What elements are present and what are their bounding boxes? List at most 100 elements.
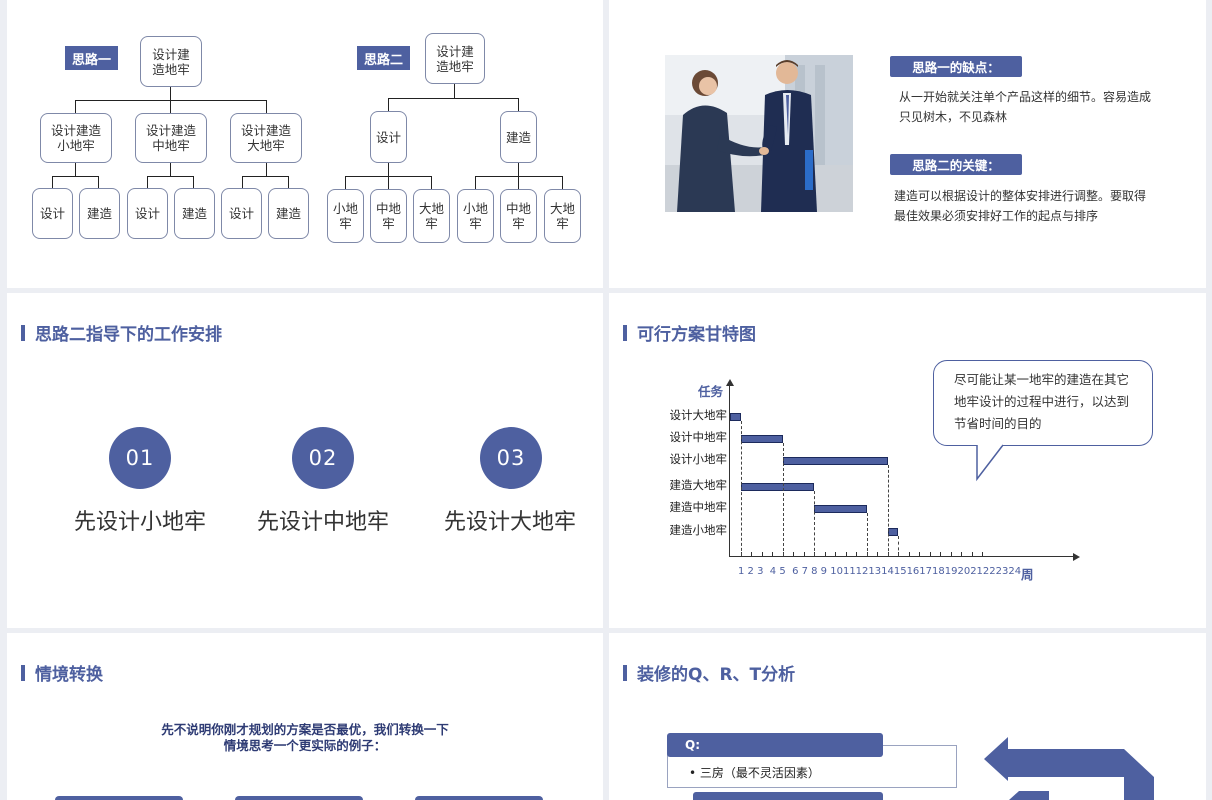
tree2-leaf: 中地牢 [500,189,537,243]
gantt-bar [730,413,741,421]
tree2-leaf: 小地牢 [457,189,494,243]
note-text-1b: 只见树木，不见森林 [899,110,1008,124]
tree1-mid-medium: 设计建造 中地牢 [135,113,207,163]
gantt-guide-line [740,421,742,556]
note-text-2b: 最佳效果必须安排好工作的起点与排序 [894,209,1099,223]
q-item: • 三房（最不灵活因素） [689,766,820,780]
tree1-leaf: 设计 [127,188,168,239]
step-number: 03 [480,427,542,489]
gantt-x-tick [845,552,847,556]
tree2-leaf: 大地牢 [544,189,581,243]
note-text-1a: 从一开始就关注单个产品这样的细节。容易造成 [899,90,1152,104]
tree1-mid-small: 设计建造 小地牢 [40,113,112,163]
notes-panel: 思路一的缺点： 从一开始就关注单个产品这样的细节。容易造成 只见树木，不见森林 … [609,0,1206,288]
step-label: 先设计中地牢 [256,510,389,535]
section-title-text: 可行方案甘特图 [637,325,756,345]
option-card-top [55,796,183,800]
gantt-guide-line [814,491,815,556]
qrt-panel: 装修的Q、R、T分析 Q: • 三房（最不灵活因素） [609,633,1206,800]
section-title-text: 思路二指导下的工作安排 [35,325,222,345]
gantt-x-tick [940,552,941,556]
gantt-x-axis-label: 周 [1021,567,1034,582]
gantt-y-axis-label: 任务 [698,384,724,399]
arrangement-panel: 思路二指导下的工作安排 01 先设计小地牢 02 先设计中地牢 03 先设计大地… [7,293,603,628]
context-intro-1: 先不说明你刚才规划的方案是否最优，我们转换一下 [161,722,449,737]
tree1-leaf: 建造 [79,188,120,239]
gantt-bar [814,505,867,513]
tree2-mid-design: 设计 [370,111,407,163]
gantt-bar [740,483,814,491]
gantt-guide-line [898,536,899,556]
section-title-text: 装修的Q、R、T分析 [637,665,796,685]
gantt-guide-line [887,465,889,556]
tree1-mid-large: 设计建造 大地牢 [230,113,302,163]
gantt-x-tick [982,552,983,556]
gantt-x-axis [729,556,1074,557]
gantt-x-tick [772,552,773,556]
gantt-task-label: 建造小地牢 [669,523,728,537]
gantt-task-label: 设计小地牢 [669,452,728,466]
gantt-x-tick [929,552,931,556]
step-label: 先设计大地牢 [443,510,576,535]
gantt-guide-line [782,443,784,556]
title-bar-icon [623,664,627,681]
gantt-task-label: 建造中地牢 [669,500,728,514]
gantt-x-tick [877,552,878,556]
note-label-2: 思路二的关键： [890,154,1022,175]
gantt-x-tick [751,552,752,556]
context-intro-2: 情境思考一个更实际的例子： [223,738,387,753]
gantt-task-label: 设计大地牢 [669,408,728,422]
gantt-x-tick [835,552,836,556]
gantt-panel: 可行方案甘特图 任务 周 1 2 3 4 5 6 7 8 9 101112131… [609,293,1206,628]
note-label-1: 思路一的缺点： [890,56,1022,77]
r-label-top [693,792,883,800]
note-text-2a: 建造可以根据设计的整体安排进行调整。要取得 [894,189,1147,203]
tree1-tag: 思路一 [65,46,118,70]
gantt-task-label: 设计中地牢 [669,430,728,444]
business-handshake-photo [665,55,853,212]
tree1-leaf: 建造 [268,188,309,239]
callout-bubble: 尽可能让某一地牢的建造在其它地牢设计的过程中进行，以达到节省时间的目的 [933,360,1153,446]
gantt-x-tick [908,552,910,556]
title-bar-icon [21,664,25,681]
step-label: 先设计小地牢 [73,510,206,535]
tree1-leaf: 建造 [174,188,215,239]
option-card-top [235,796,363,800]
title-bar-icon [623,324,627,341]
gantt-x-tick [793,552,794,556]
tree2-mid-build: 建造 [500,111,537,163]
y-axis-arrow-icon [726,379,734,386]
tree2-leaf: 中地牢 [370,189,407,243]
gantt-bar [782,457,888,465]
gantt-x-tick [824,552,826,556]
cycle-arrow-bottom-icon [1009,791,1049,800]
q-label: Q: [667,733,883,757]
tree2-root: 设计建 造地牢 [425,33,485,84]
gantt-x-tick [919,552,920,556]
gantt-bar [740,435,783,443]
gantt-x-tick [803,552,805,556]
cycle-arrow-icon [984,737,1154,800]
step-number: 02 [292,427,354,489]
gantt-x-tick [761,552,763,556]
gantt-x-tick [971,552,973,556]
gantt-bar [887,528,898,536]
gantt-task-label: 建造大地牢 [669,478,728,492]
section-title: 可行方案甘特图 [623,320,756,345]
section-title: 思路二指导下的工作安排 [21,320,222,345]
callout-tail-icon [976,443,1004,482]
title-bar-icon [21,324,25,341]
gantt-x-tick [961,552,962,556]
option-card-top [415,796,543,800]
gantt-y-axis [729,383,730,556]
tree-panel: 思路一 设计建 造地牢 设计建造 小地牢 设计建造 中地牢 设计建造 大地牢 设… [7,0,603,288]
x-axis-arrow-icon [1073,553,1080,561]
gantt-x-tick-labels: 1 2 3 4 5 6 7 8 9 1011121314151617181920… [738,566,1022,577]
gantt-x-tick [950,552,952,556]
section-title: 装修的Q、R、T分析 [623,660,795,685]
context-panel: 情境转换 先不说明你刚才规划的方案是否最优，我们转换一下 情境思考一个更实际的例… [7,633,603,800]
tree2-leaf: 大地牢 [413,189,450,243]
gantt-x-tick [856,552,857,556]
tree1-leaf: 设计 [221,188,262,239]
section-title-text: 情境转换 [35,665,103,685]
